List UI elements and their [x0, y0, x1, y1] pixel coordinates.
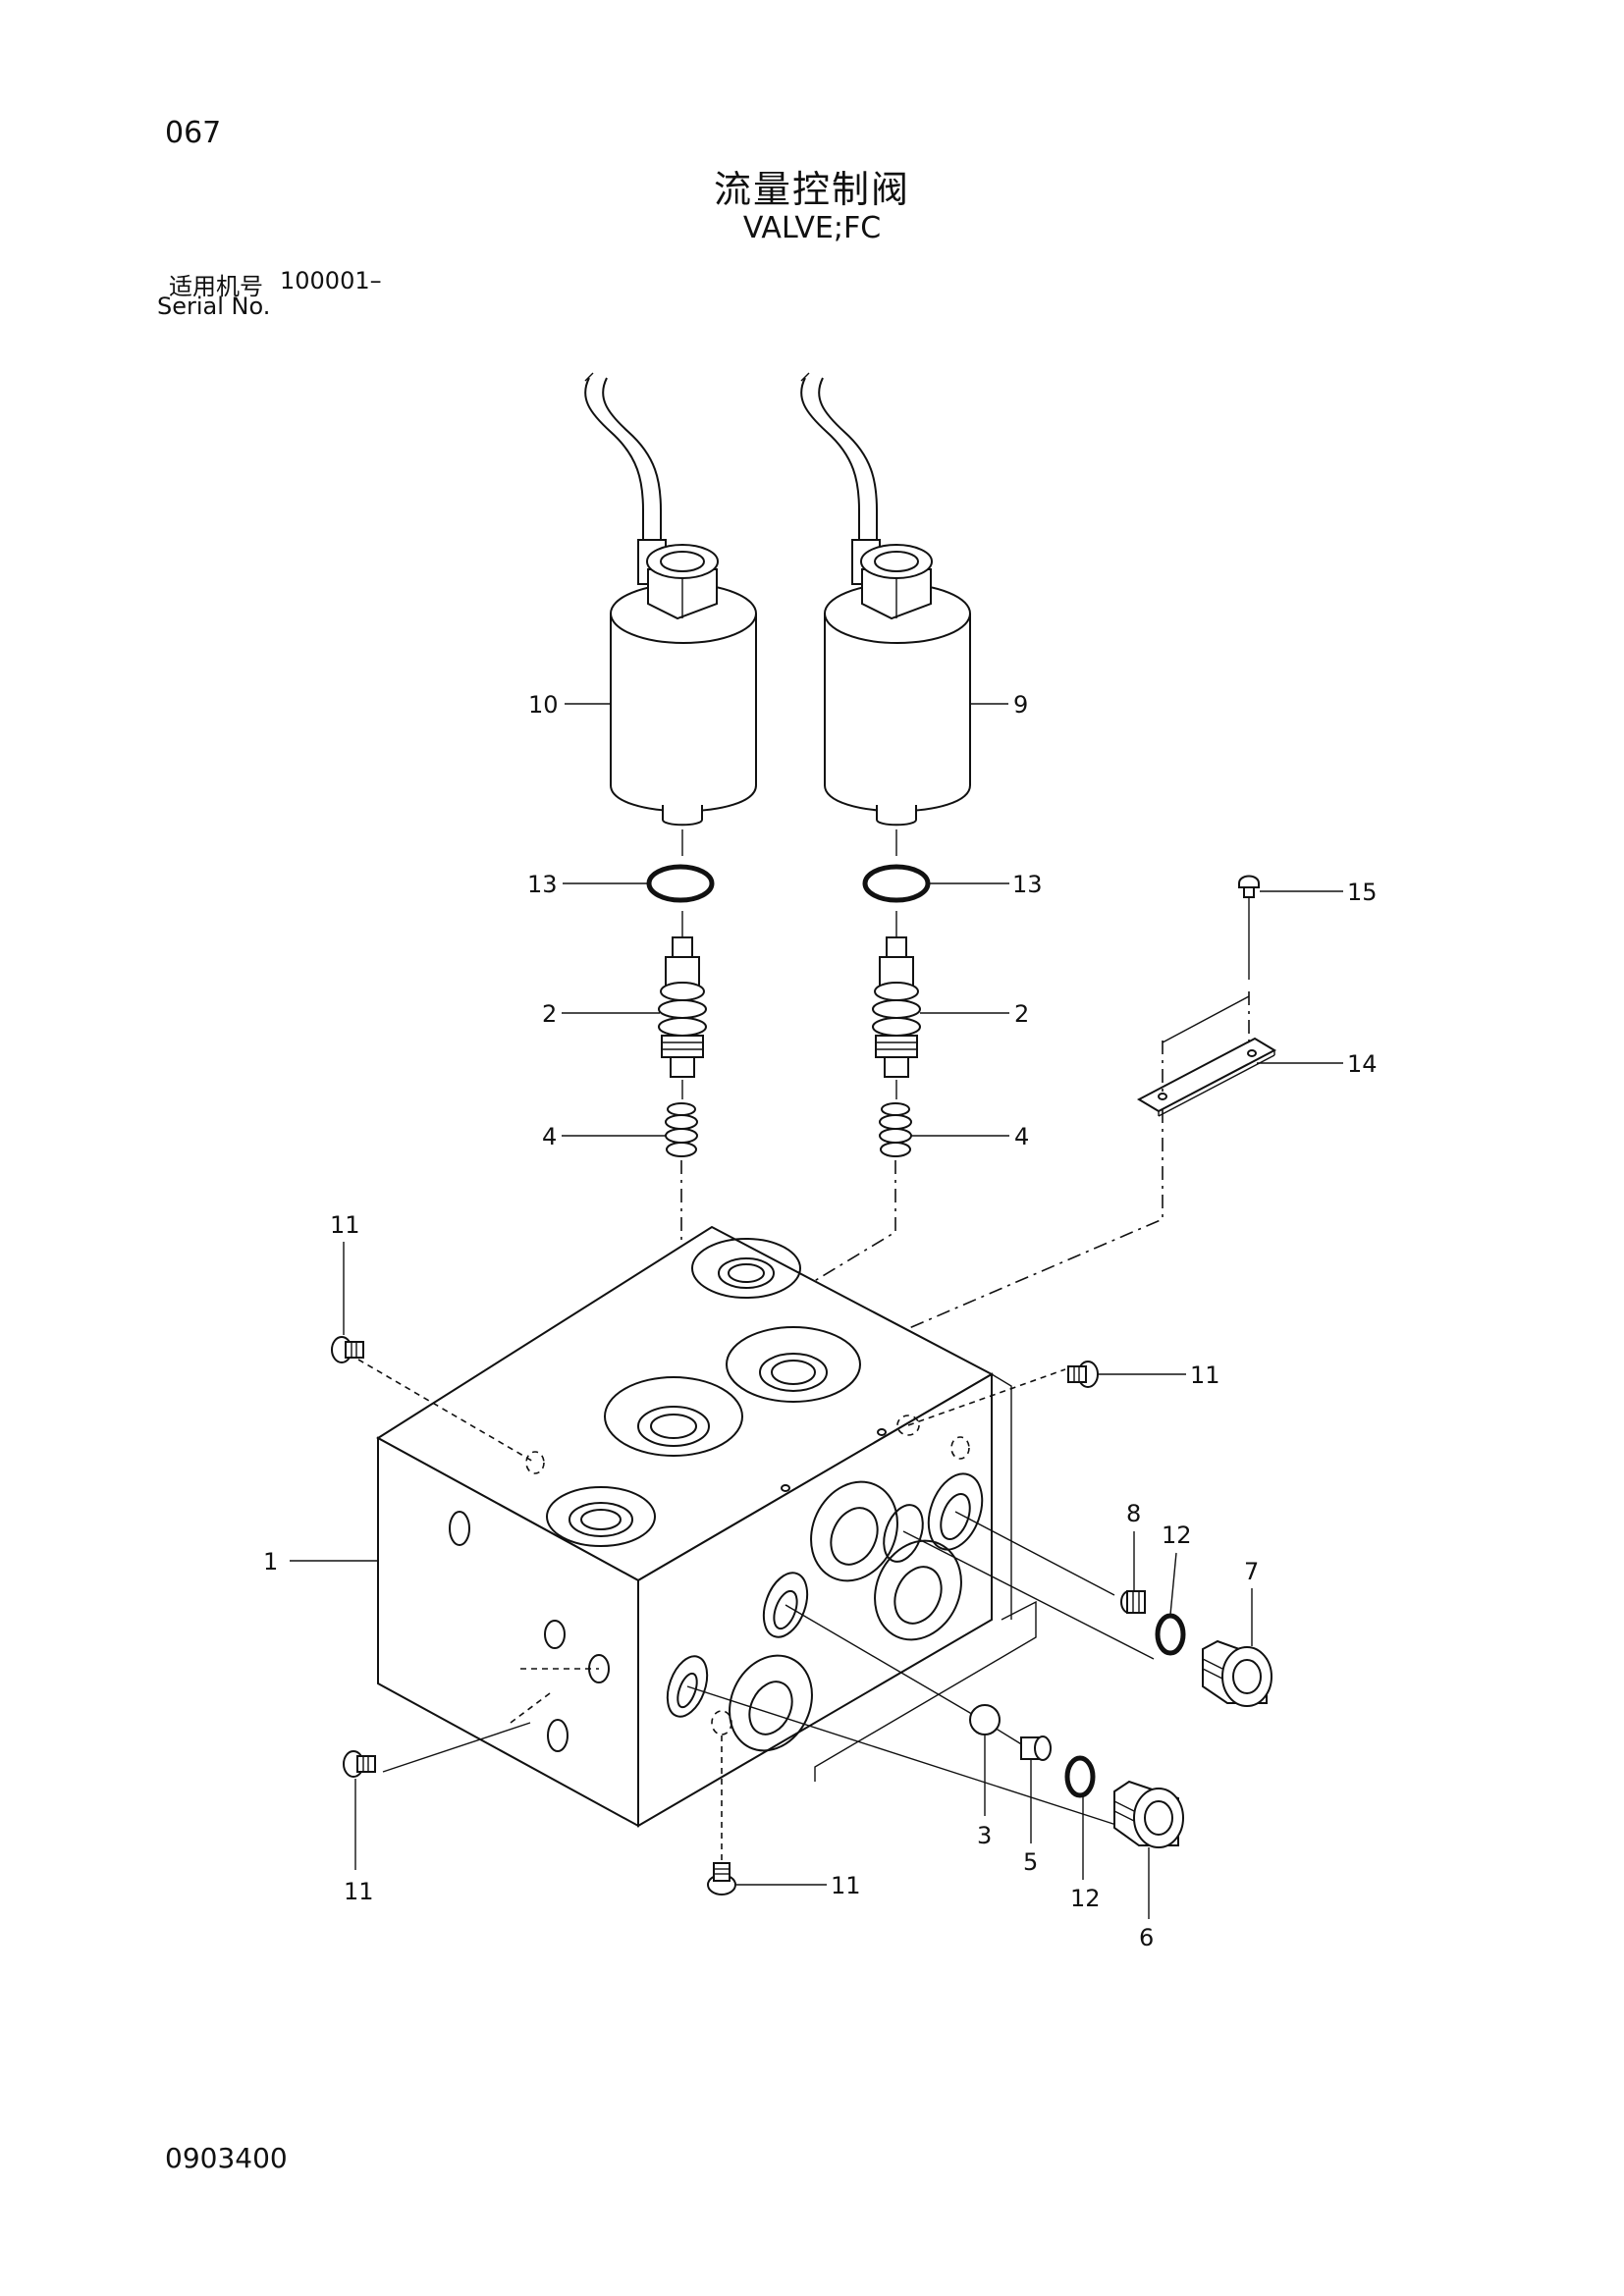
callout-7: 7 [1244, 1558, 1259, 1585]
callout-12-lower: 12 [1070, 1885, 1101, 1912]
callout-11-top-right: 11 [1190, 1362, 1220, 1389]
o-ring-13-right [862, 864, 931, 903]
solenoid-10 [584, 372, 757, 827]
callout-5: 5 [1023, 1848, 1038, 1876]
ball-3 [969, 1704, 1001, 1735]
title-chinese: 流量控制阀 [713, 168, 910, 211]
screw-11-top-right [1067, 1361, 1099, 1388]
cartridge-2-right [872, 936, 921, 1078]
callout-13-right: 13 [1012, 871, 1043, 898]
document-number: 0903400 [165, 2142, 288, 2174]
spring-4-left [665, 1102, 698, 1157]
callout-4-left: 4 [542, 1123, 557, 1150]
screw-15 [1238, 875, 1260, 898]
plug-6 [1113, 1780, 1184, 1848]
screw-11-bottom-left [343, 1750, 376, 1778]
plate-14 [1136, 1037, 1277, 1117]
callout-11-bottom: 11 [831, 1872, 861, 1899]
callout-14: 14 [1347, 1050, 1378, 1078]
callout-2-left: 2 [542, 1000, 557, 1028]
serial-label-english: Serial No. [157, 293, 271, 320]
o-ring-13-left [646, 864, 715, 903]
serial-value: 100001– [280, 267, 382, 294]
callout-2-right: 2 [1014, 1000, 1029, 1028]
spring-4-right [879, 1102, 912, 1157]
title-english: VALVE;FC [742, 211, 882, 245]
callout-8: 8 [1126, 1500, 1141, 1527]
valve-block-1 [376, 1225, 1037, 1828]
callout-11-top-left: 11 [330, 1211, 360, 1239]
callout-11-bottom-left: 11 [344, 1878, 374, 1905]
callout-9: 9 [1013, 691, 1028, 719]
page-number: 067 [165, 116, 222, 150]
screw-11-top-left [331, 1336, 364, 1363]
spring-seat-5 [1020, 1735, 1052, 1761]
callout-3: 3 [977, 1822, 992, 1849]
cartridge-2-left [658, 936, 707, 1078]
o-ring-12-upper [1155, 1613, 1186, 1656]
orifice-8 [1120, 1590, 1146, 1614]
solenoid-9 [800, 372, 971, 827]
callout-10: 10 [528, 691, 559, 719]
callout-12-upper: 12 [1162, 1522, 1192, 1549]
plug-7 [1202, 1639, 1272, 1707]
callout-4-right: 4 [1014, 1123, 1029, 1150]
callout-1: 1 [263, 1548, 278, 1575]
callout-15: 15 [1347, 879, 1378, 906]
o-ring-12-lower [1064, 1755, 1096, 1798]
serial-label-chinese: 适用机号 [169, 273, 263, 300]
callout-6: 6 [1139, 1924, 1154, 1951]
callout-13-left: 13 [527, 871, 558, 898]
screw-11-bottom [707, 1862, 736, 1896]
